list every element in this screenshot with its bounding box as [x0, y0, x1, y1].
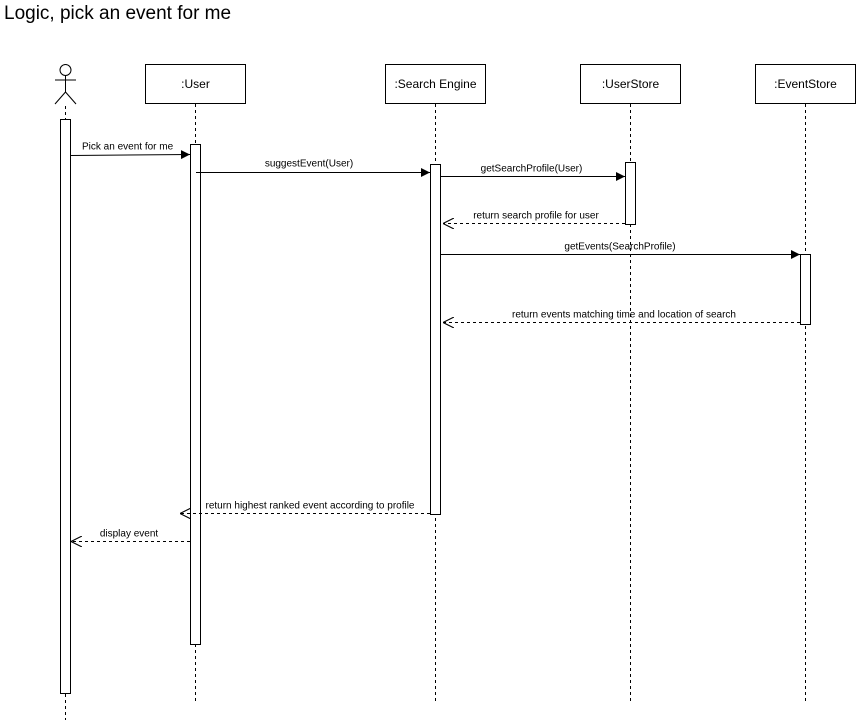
message-label-7: return highest ranked event according to… — [205, 501, 414, 512]
message-label-5: getEvents(SearchProfile) — [564, 242, 675, 253]
actor-activation — [60, 119, 71, 694]
message-label-3: getSearchProfile(User) — [481, 164, 583, 175]
actor-icon — [54, 64, 77, 105]
participant-user-label: :User — [181, 77, 210, 91]
user-activation — [190, 144, 201, 645]
message-label-6: return events matching time and location… — [512, 310, 736, 321]
participant-userstore: :UserStore — [580, 64, 681, 104]
message-label-8: display event — [100, 529, 159, 540]
participant-eventstore: :EventStore — [755, 64, 856, 104]
search-engine-activation — [430, 164, 441, 515]
participant-search-engine-label: :Search Engine — [394, 77, 477, 91]
participant-userstore-label: :UserStore — [601, 77, 660, 91]
message-label-1: Pick an event for me — [82, 142, 174, 153]
message-label-4: return search profile for user — [473, 211, 599, 222]
participant-user: :User — [145, 64, 246, 104]
userstore-activation — [625, 162, 636, 225]
eventstore-activation — [800, 254, 811, 325]
diagram-title: Logic, pick an event for me — [4, 3, 232, 24]
participant-eventstore-label: :EventStore — [774, 77, 837, 91]
message-arrow-1 — [70, 150, 191, 160]
participant-search-engine: :Search Engine — [385, 64, 486, 104]
message-label-2: suggestEvent(User) — [265, 159, 353, 170]
